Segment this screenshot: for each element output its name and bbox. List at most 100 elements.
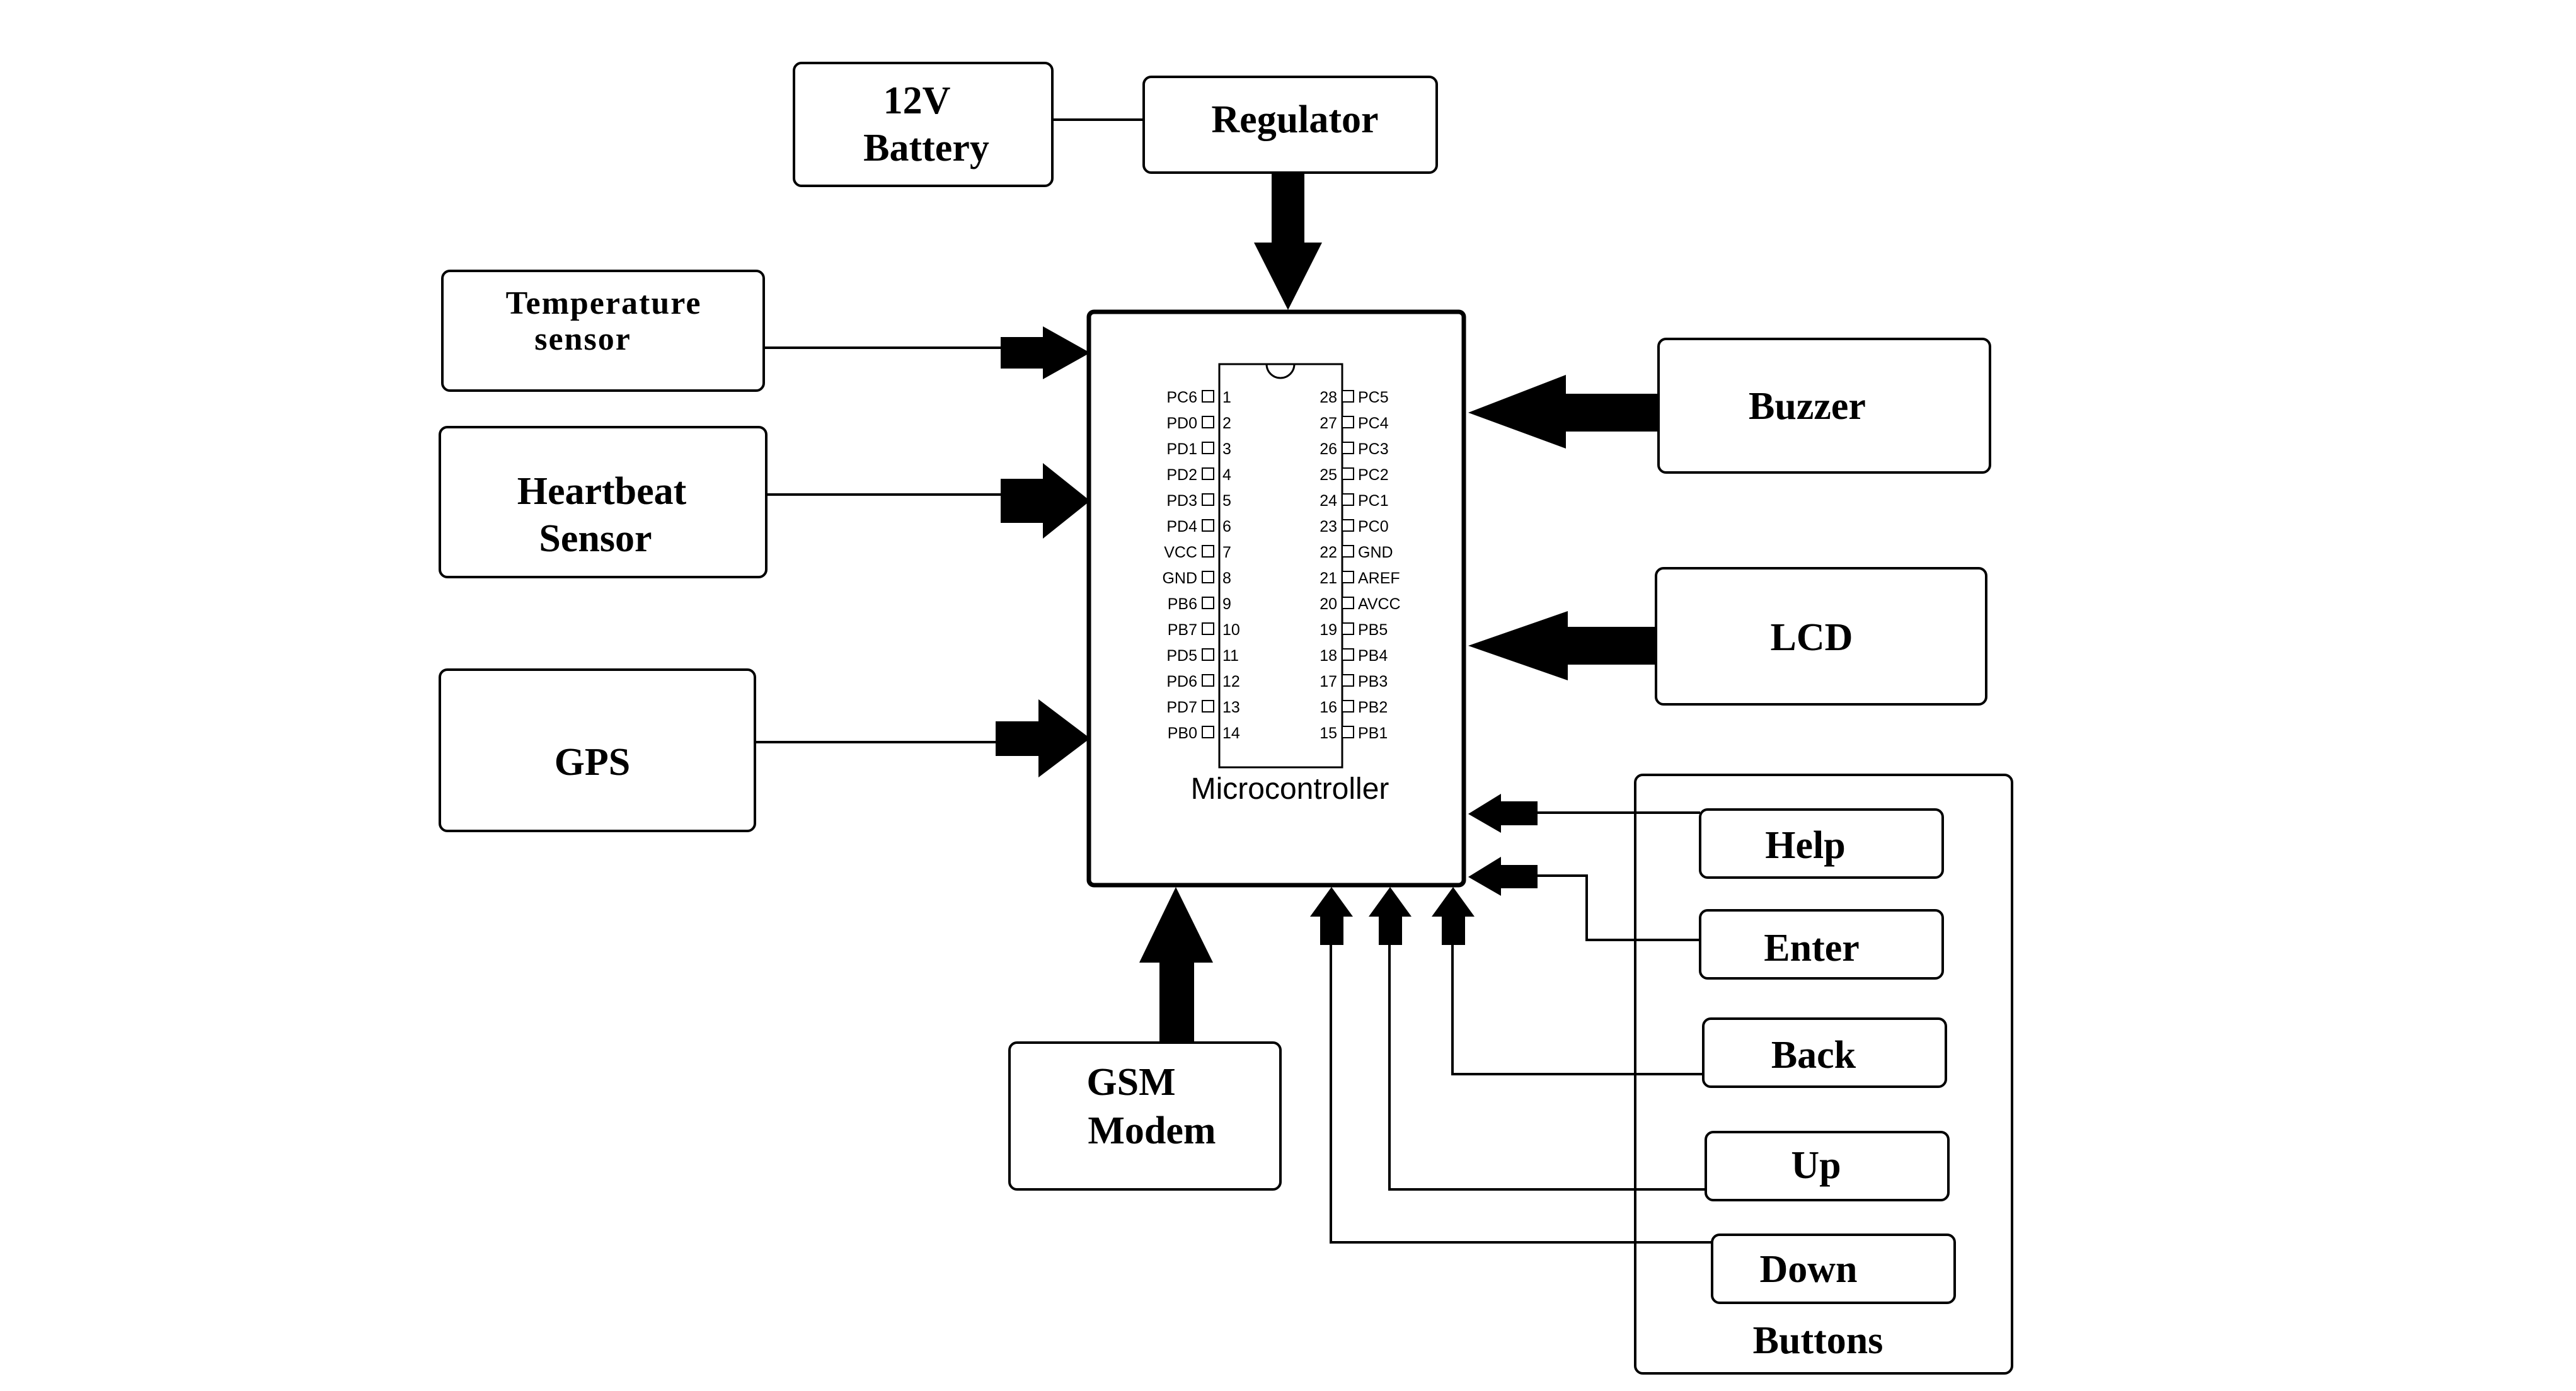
buttons-group-label: Buttons (1753, 1319, 1883, 1362)
pin-name-right-17: PB3 (1358, 673, 1388, 690)
pin-pad-14 (1202, 726, 1214, 738)
pin-number-8: 8 (1222, 570, 1231, 587)
pin-number-23: 23 (1320, 518, 1337, 535)
pin-name-left-3: PD1 (1166, 440, 1197, 458)
up-button[interactable] (1705, 1131, 1950, 1201)
enter-button-label: Enter (1764, 927, 1860, 970)
back-to-mcu-arrow (1432, 887, 1475, 945)
pin-pad-12 (1202, 674, 1214, 687)
pin-pad-19 (1342, 622, 1354, 635)
pin-pad-2 (1202, 416, 1214, 428)
down-button-label: Down (1759, 1248, 1857, 1291)
pin-pad-13 (1202, 700, 1214, 713)
pin-number-24: 24 (1320, 492, 1337, 510)
temperature-label-line2: sensor (534, 321, 631, 357)
pin-number-11: 11 (1222, 647, 1239, 665)
gsm-modem-block: GSM Modem (1008, 1041, 1282, 1191)
pin-pad-28 (1342, 390, 1354, 403)
battery-label-line1: 12V (883, 79, 951, 122)
back-wire (1451, 945, 1703, 1075)
chip-notch (1265, 363, 1296, 379)
pin-pad-6 (1202, 519, 1214, 532)
pin-name-left-11: PD5 (1166, 647, 1197, 665)
regulator-block: Regulator (1142, 76, 1438, 174)
pin-name-left-12: PD6 (1166, 673, 1197, 690)
buzzer-block: Buzzer (1657, 338, 1991, 474)
pin-pad-7 (1202, 545, 1214, 558)
down-button[interactable] (1711, 1234, 1956, 1304)
pin-number-5: 5 (1222, 492, 1231, 510)
pin-number-20: 20 (1320, 595, 1337, 613)
pin-number-28: 28 (1320, 389, 1337, 406)
microcontroller-label: Microcontroller (1191, 772, 1389, 806)
pin-pad-3 (1202, 442, 1214, 454)
buzzer-label: Buzzer (1749, 385, 1866, 428)
atmega-chip-outline (1218, 363, 1343, 769)
help-button[interactable] (1699, 808, 1944, 879)
enter-wire (1538, 874, 1700, 941)
lcd-block: LCD (1655, 567, 1987, 706)
pin-name-right-18: PB4 (1358, 647, 1388, 665)
gsm-label-line2: Modem (1088, 1109, 1216, 1152)
battery-box (793, 62, 1054, 187)
up-to-mcu-arrow (1369, 887, 1412, 945)
pin-number-15: 15 (1320, 724, 1337, 742)
pin-name-right-16: PB2 (1358, 699, 1388, 716)
pin-name-right-15: PB1 (1358, 724, 1388, 742)
heartbeat-sensor-block: Heartbeat Sensor (439, 426, 768, 578)
buttons-group: Buttons Help Enter Back Up Down (1634, 774, 2013, 1375)
pin-pad-9 (1202, 597, 1214, 609)
battery-label-line2: Battery (863, 127, 989, 169)
pin-pad-27 (1342, 416, 1354, 428)
pin-number-19: 19 (1320, 621, 1337, 639)
gps-label: GPS (555, 741, 631, 784)
pin-number-13: 13 (1222, 699, 1240, 716)
pin-pad-10 (1202, 622, 1214, 635)
pin-pad-24 (1342, 493, 1354, 506)
pin-number-27: 27 (1320, 415, 1337, 432)
pin-number-1: 1 (1222, 389, 1231, 406)
down-to-mcu-arrow (1310, 887, 1353, 945)
regulator-to-mcu-arrow (1254, 173, 1322, 310)
pin-number-3: 3 (1222, 440, 1231, 458)
battery-block: 12V Battery (793, 62, 1054, 187)
pin-pad-22 (1342, 545, 1354, 558)
pin-number-21: 21 (1320, 570, 1337, 587)
gps-to-mcu-arrow (996, 699, 1090, 777)
gsm-modem-box (1008, 1041, 1282, 1191)
down-wire (1330, 945, 1712, 1244)
pin-name-left-9: PB6 (1168, 595, 1197, 613)
pin-number-14: 14 (1222, 724, 1240, 742)
gsm-to-mcu-arrow (1139, 887, 1213, 1043)
pin-pad-21 (1342, 571, 1354, 583)
gsm-label-line1: GSM (1086, 1061, 1175, 1104)
pin-name-left-5: PD3 (1166, 492, 1197, 510)
enter-button[interactable] (1699, 909, 1944, 980)
buzzer-to-mcu-arrow (1468, 375, 1659, 449)
pin-number-26: 26 (1320, 440, 1337, 458)
pin-name-right-20: AVCC (1358, 595, 1401, 613)
pin-pad-20 (1342, 597, 1354, 609)
pin-name-left-8: GND (1162, 570, 1197, 587)
pin-name-right-23: PC0 (1358, 518, 1389, 535)
pin-name-right-27: PC4 (1358, 415, 1389, 432)
pin-name-right-22: GND (1358, 544, 1393, 561)
pin-name-left-2: PD0 (1166, 415, 1197, 432)
pin-number-18: 18 (1320, 647, 1337, 665)
pin-number-16: 16 (1320, 699, 1337, 716)
heartbeat-label-line1: Heartbeat (517, 470, 687, 513)
pin-pad-16 (1342, 700, 1354, 713)
pin-number-4: 4 (1222, 466, 1231, 484)
pin-number-9: 9 (1222, 595, 1231, 613)
back-button[interactable] (1702, 1017, 1947, 1088)
pin-name-right-28: PC5 (1358, 389, 1389, 406)
pin-pad-23 (1342, 519, 1354, 532)
lcd-to-mcu-arrow (1468, 611, 1656, 680)
pin-number-10: 10 (1222, 621, 1240, 639)
temperature-label-line1: Temperature (506, 285, 702, 321)
pin-number-6: 6 (1222, 518, 1231, 535)
up-button-label: Up (1791, 1144, 1841, 1187)
heartbeat-label-line2: Sensor (539, 517, 652, 560)
